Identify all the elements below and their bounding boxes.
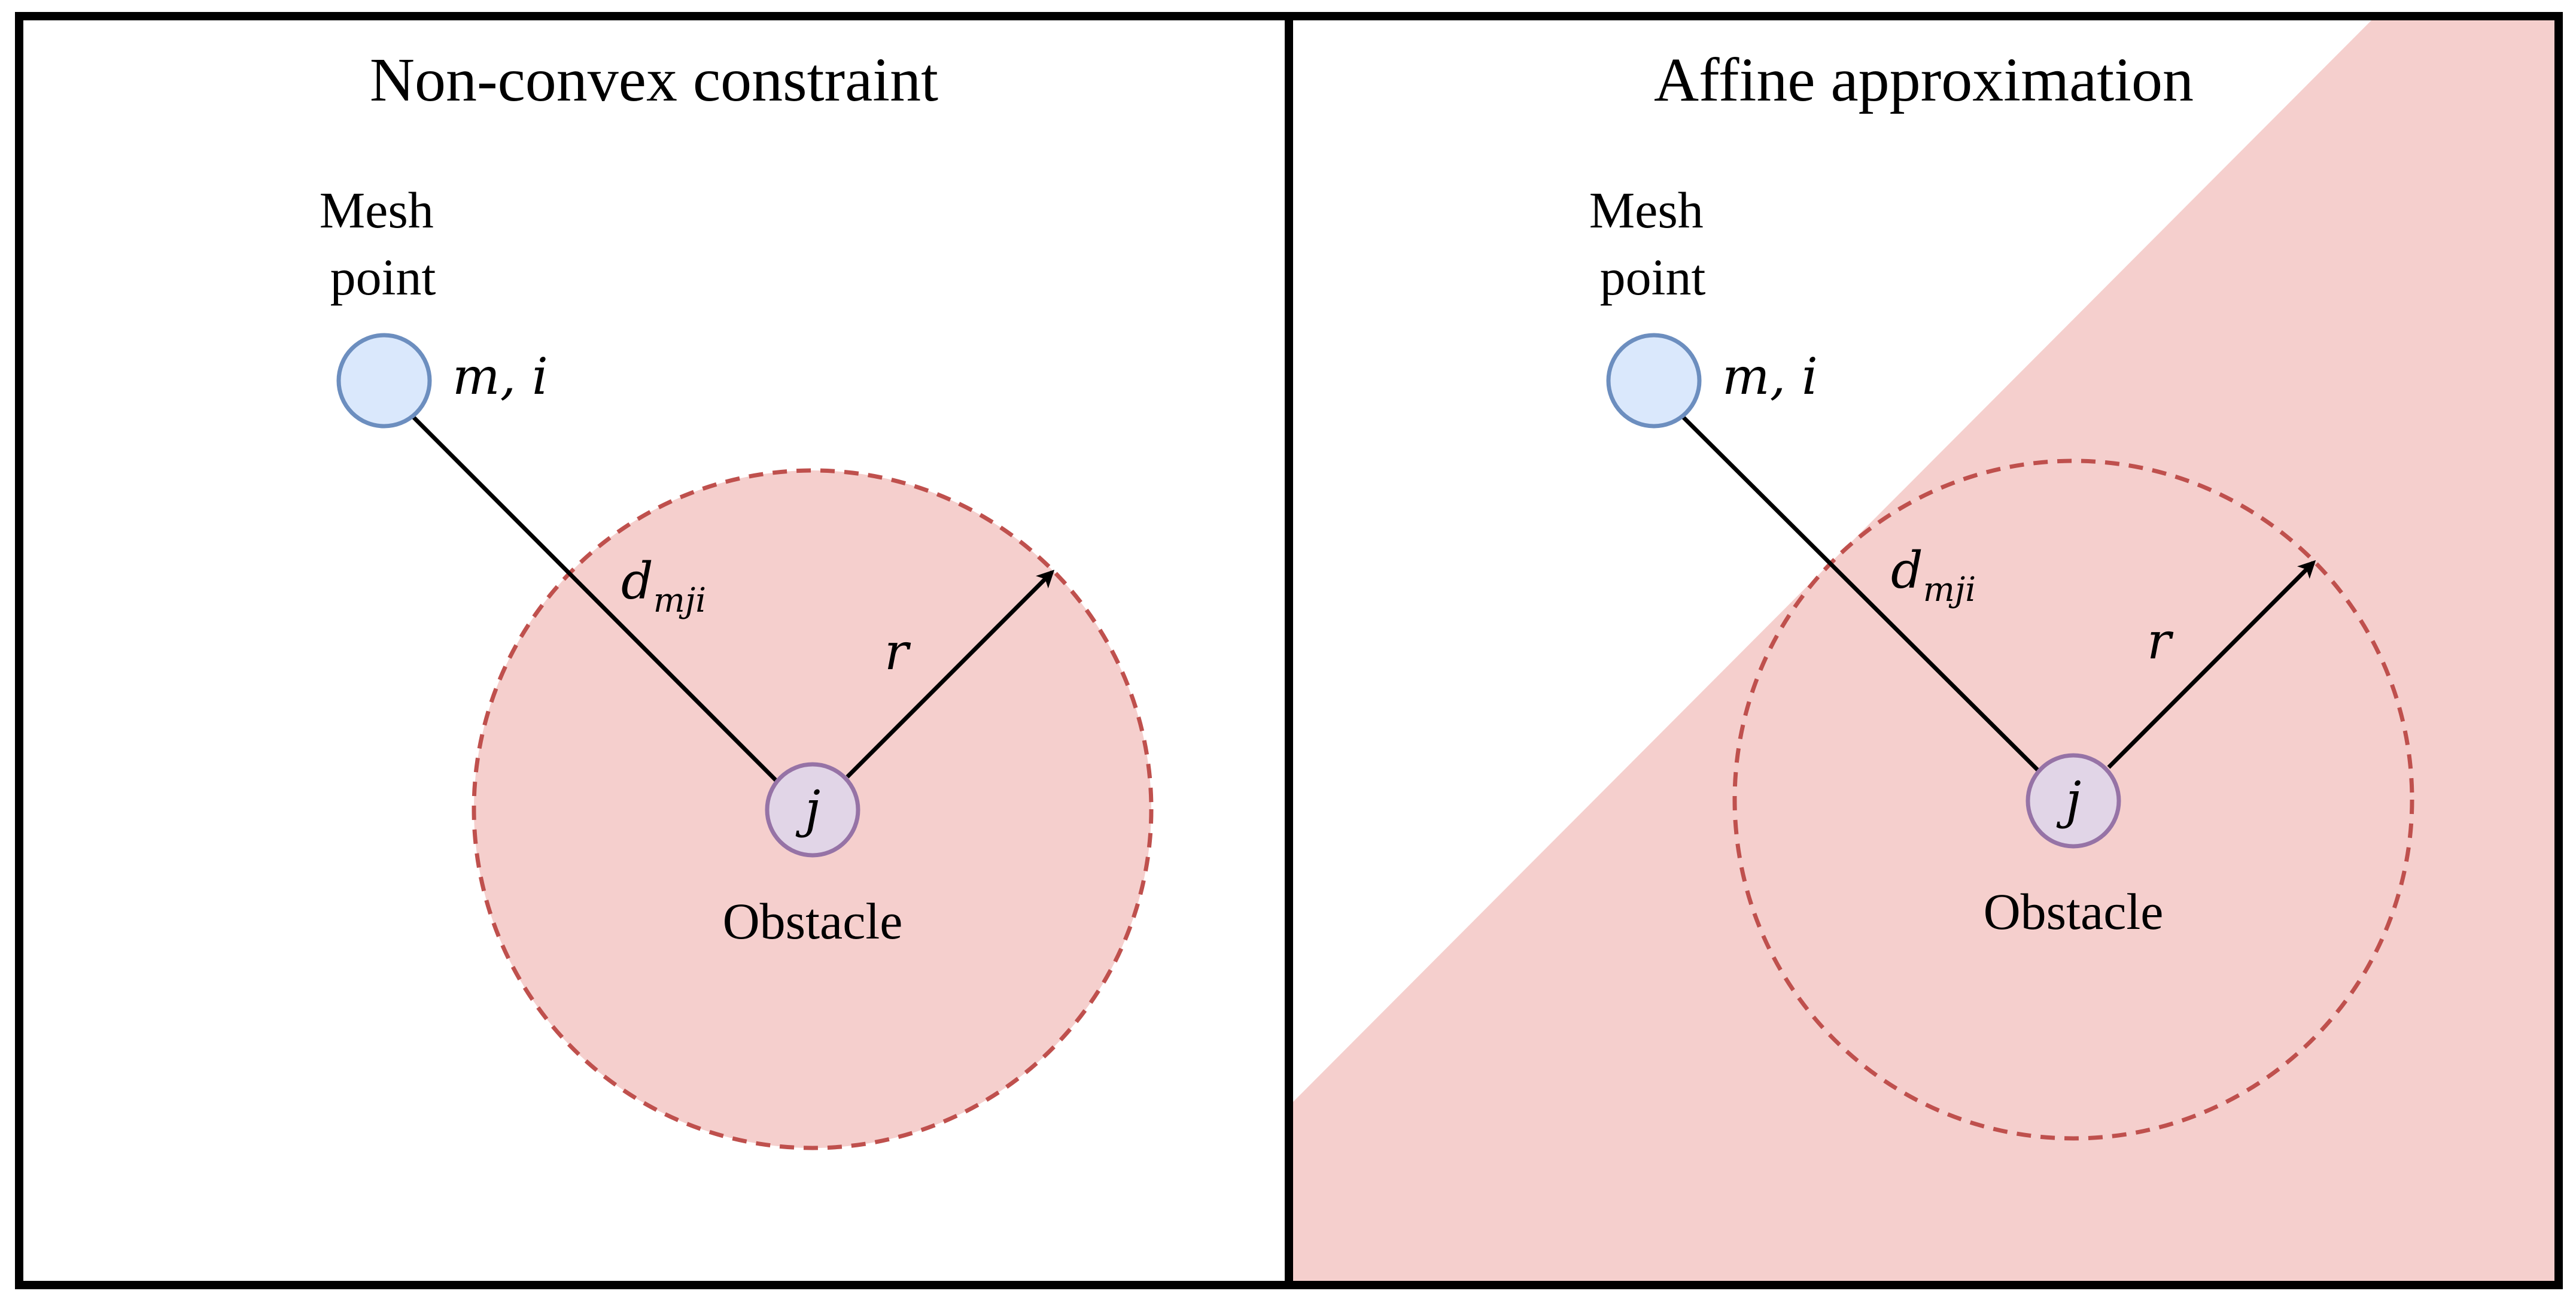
obstacle-safety-boundary: [1732, 458, 2414, 1141]
panel-title: Affine approximation: [1654, 45, 2194, 114]
mesh-point-symbol: m, i: [452, 347, 548, 406]
obstacle-label: Obstacle: [723, 892, 903, 950]
obstacle-node: [765, 762, 860, 858]
panel-affine: Affine approximation Mesh point m, i dmj…: [1285, 12, 2563, 1289]
mesh-point-node: [336, 333, 432, 429]
mesh-point-symbol: m, i: [1722, 347, 1818, 406]
mesh-point-label: Mesh point: [320, 181, 447, 306]
radius-arrow: [846, 569, 1055, 779]
panel-title: Non-convex constraint: [370, 45, 938, 114]
distance-line: [1681, 415, 2044, 776]
radius-symbol: r: [2147, 612, 2174, 670]
mesh-point-label: Mesh point: [1589, 181, 1717, 306]
obstacle-node: [2025, 753, 2121, 849]
radius-symbol: r: [884, 622, 911, 681]
distance-symbol: dmji: [621, 552, 706, 620]
distance-symbol: dmji: [1891, 541, 1976, 609]
panel-frame: [1285, 12, 2563, 1289]
affine-halfspace-region: [1289, 16, 2559, 1285]
distance-line: [411, 415, 780, 785]
radius-arrow: [2107, 560, 2316, 769]
obstacle-label: Obstacle: [1984, 883, 2164, 940]
panel-non-convex: Non-convex constraint Mesh point m, i dm…: [15, 12, 1293, 1289]
mesh-point-node: [1606, 333, 1702, 429]
